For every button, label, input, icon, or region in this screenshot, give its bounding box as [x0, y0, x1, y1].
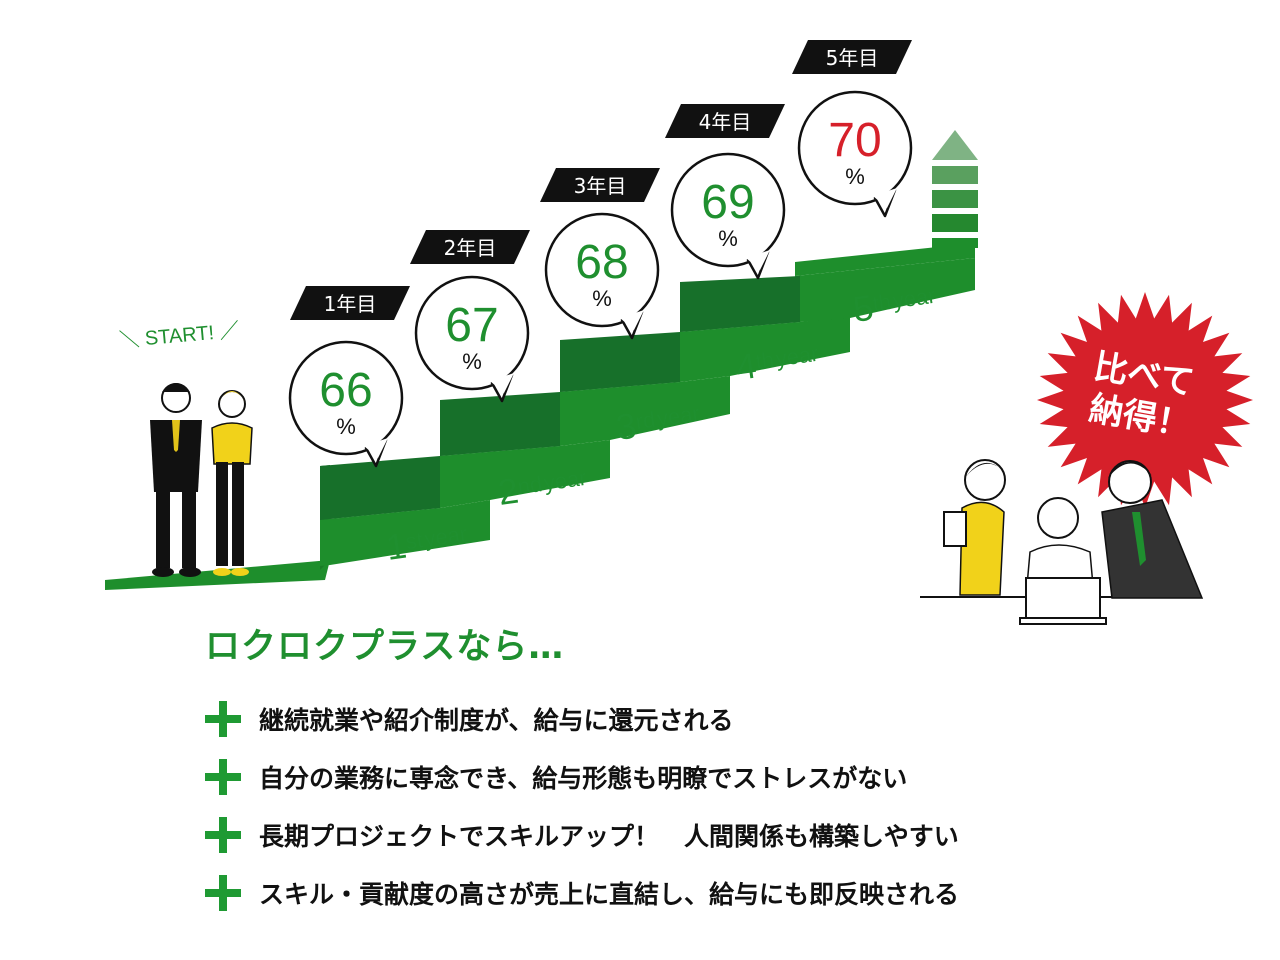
year-word: year: [774, 341, 820, 372]
benefit-text: 継続就業や紹介制度が、給与に還元される: [259, 706, 734, 735]
percentage-unit: %: [336, 414, 356, 439]
staircase: [105, 243, 975, 590]
percentage-value: 67: [445, 299, 498, 352]
year-tag-bg: [410, 230, 530, 264]
speech-bubble: [670, 152, 786, 268]
stair-face-4: [680, 276, 800, 332]
year-tag-label: 4年目: [699, 110, 752, 134]
page-heading: ロクロクプラスなら…: [205, 627, 565, 667]
year-suffix: st: [404, 527, 424, 554]
year-label: 5thyear: [850, 278, 938, 330]
year-suffix: nd: [516, 471, 544, 499]
benefit-list: 継続就業や紹介制度が、給与に還元される 自分の業務に専念でき、給与形態も明瞭でス…: [205, 690, 959, 922]
year-tag-label: 1年目: [324, 292, 377, 316]
speech-bubble: [288, 340, 404, 456]
stair-face-1: [320, 456, 440, 520]
plus-icon: [205, 817, 241, 853]
step-1: 1年目 66% 1styear: [288, 286, 470, 568]
percentage-value: 69: [701, 176, 754, 229]
up-arrow-icon: [932, 130, 978, 248]
step-4: 4年目 69% 4thyear: [665, 104, 821, 388]
year-tag-label: 5年目: [826, 46, 879, 70]
stair-face-3: [560, 332, 680, 392]
step-5: 5年目 70% 5thyear: [792, 40, 938, 330]
year-word: year: [423, 521, 469, 552]
percentage-unit: %: [592, 286, 612, 311]
comparison-burst-badge: 比べて 納得！: [1037, 292, 1253, 508]
plus-icon: [205, 875, 241, 911]
start-label: ＼ START! ／: [119, 320, 241, 352]
percentage-value: 68: [575, 236, 628, 289]
plus-icon: [205, 701, 241, 737]
year-word: year: [891, 283, 937, 314]
year-tag-label: 2年目: [444, 236, 497, 260]
year-label: 1styear: [383, 516, 470, 568]
office-team-illustration: [920, 459, 1204, 625]
stair-face-5: [320, 465, 330, 508]
step-3: 3年目 68% 3rdyear: [540, 168, 702, 448]
stair-top-5: [795, 243, 975, 276]
speech-bubble: [797, 90, 913, 206]
stair-step-4: [680, 316, 850, 382]
benefit-item-3: 長期プロジェクトでスキルアップ！ 人間関係も構築しやすい: [205, 806, 959, 864]
stair-step-1: [320, 500, 490, 566]
business-people-illustration: [150, 383, 253, 577]
benefit-item-2: 自分の業務に専念でき、給与形態も明瞭でストレスがない: [205, 748, 959, 806]
benefit-text: 自分の業務に専念でき、給与形態も明瞭でストレスがない: [259, 764, 908, 793]
year-tag-bg: [665, 104, 785, 138]
step-2: 2年目 67% 2ndyear: [410, 230, 589, 513]
year-tag-label: 3年目: [574, 174, 627, 198]
year-label: 4thyear: [733, 336, 821, 388]
year-tag-bg: [290, 286, 410, 320]
stair-step-3: [560, 376, 730, 446]
speech-bubble: [414, 275, 530, 391]
year-suffix: th: [754, 347, 776, 374]
percentage-unit: %: [718, 226, 738, 251]
year-label: 3rdyear: [613, 396, 702, 448]
year-word: year: [655, 401, 701, 432]
stair-step-2: [440, 440, 610, 508]
year-tag-bg: [540, 168, 660, 202]
benefit-item-1: 継続就業や紹介制度が、給与に還元される: [205, 690, 959, 748]
stair-face-2: [440, 392, 560, 456]
speech-bubble: [544, 212, 660, 328]
benefit-item-4: スキル・貢献度の高さが売上に直結し、給与にも即反映される: [205, 864, 959, 922]
steps-layer: 1年目 66% 1styear 2年目 67% 2ndyear 3年目 68% 3rdyear 4…: [288, 40, 938, 568]
percentage-value: 70: [828, 114, 881, 167]
stair-step-5: [795, 258, 975, 322]
year-word: year: [542, 465, 588, 496]
plus-icon: [205, 759, 241, 795]
year-label: 2ndyear: [495, 460, 589, 513]
percentage-unit: %: [462, 349, 482, 374]
benefit-text: スキル・貢献度の高さが売上に直結し、給与にも即反映される: [259, 880, 960, 909]
year-suffix: rd: [634, 407, 657, 434]
percentage-value: 66: [319, 364, 372, 417]
year-suffix: th: [871, 289, 893, 316]
year-tag-bg: [792, 40, 912, 74]
benefit-text: 長期プロジェクトでスキルアップ！ 人間関係も構築しやすい: [259, 822, 959, 851]
percentage-unit: %: [845, 164, 865, 189]
